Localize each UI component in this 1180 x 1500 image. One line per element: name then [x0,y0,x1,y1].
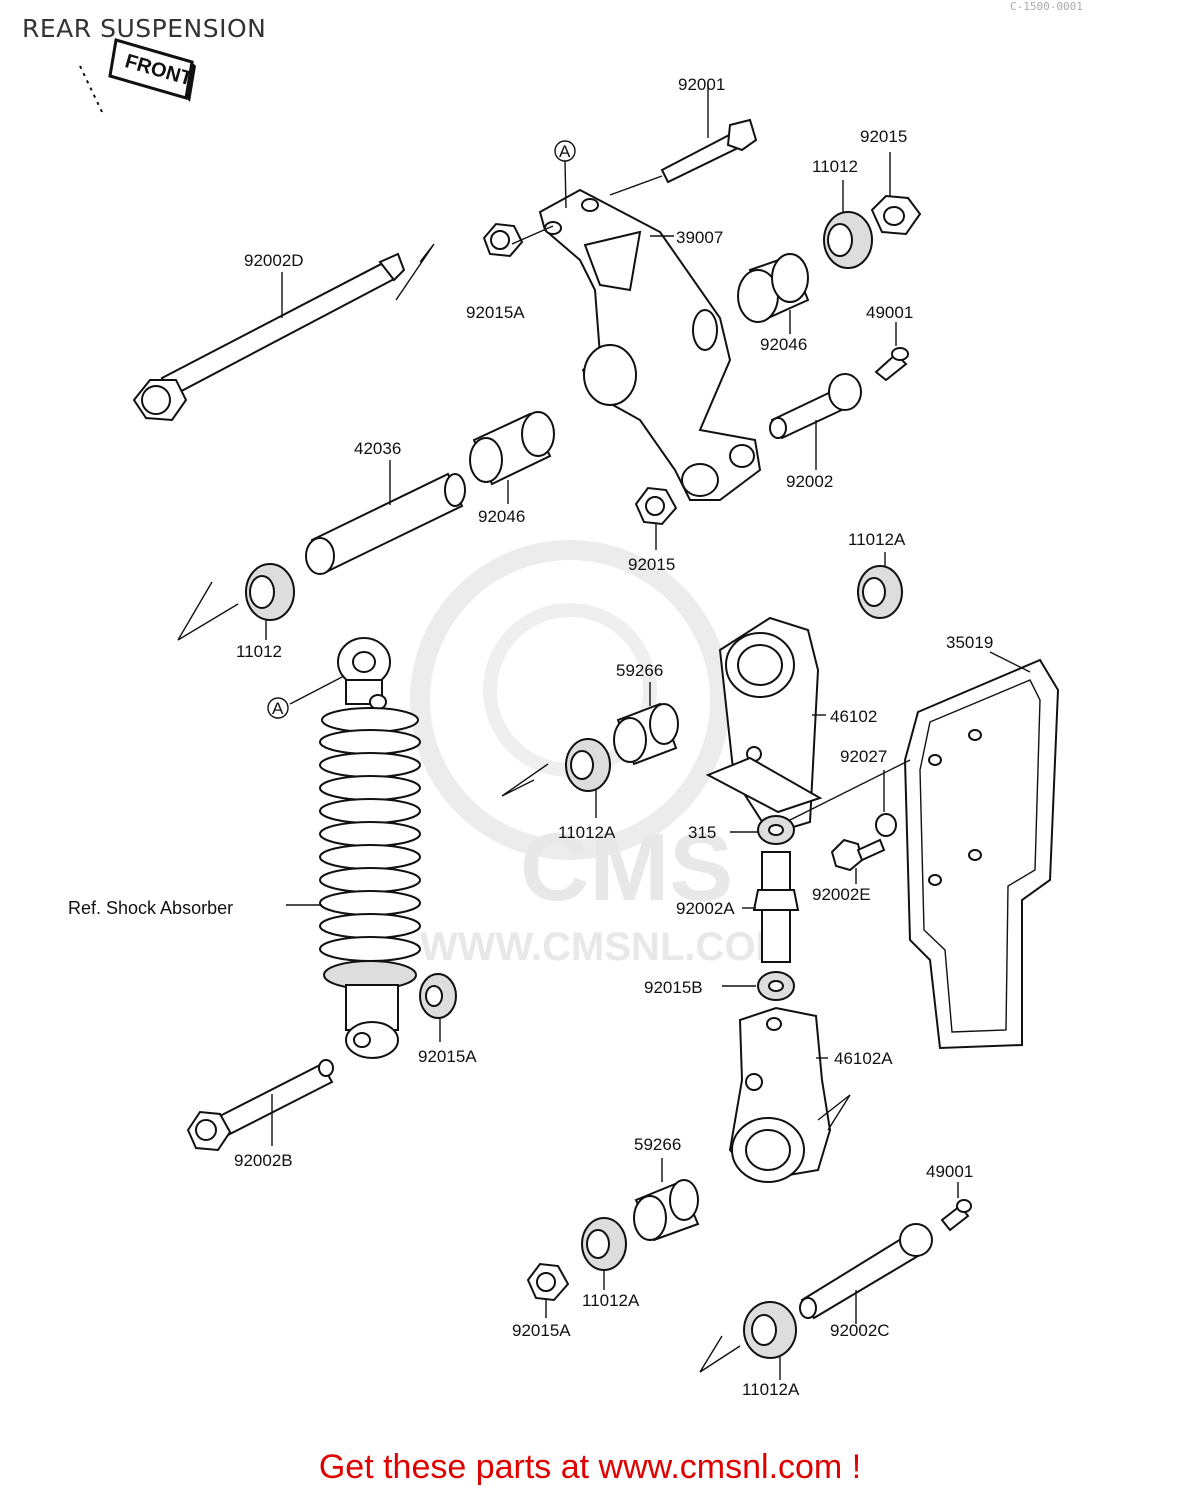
label-92002A: 92002A [676,899,735,918]
label-92015-top: 92015 [860,127,907,146]
watermark-brand: CMS [520,814,733,921]
label-11012-top: 11012 [812,157,858,176]
label-92046-right: 92046 [760,335,807,354]
label-11012A-mid: 11012A [558,823,616,842]
label-92002C: 92002C [830,1321,890,1340]
nut-92015A-bottom [526,1262,570,1318]
bushing-11012A-bottom1 [581,1217,627,1290]
label-11012A-bottom2: 11012A [742,1380,800,1399]
label-49001-bottom: 49001 [926,1162,973,1181]
label-92015A-mid: 92015A [418,1047,477,1066]
front-marker: FRONT [79,38,196,113]
bolt-92002E [830,838,886,884]
label-11012A-bottom1: 11012A [582,1291,640,1310]
label-92015A-bottom: 92015A [512,1321,571,1340]
label-315: 315 [688,823,716,842]
nut-92015A-top [482,222,554,258]
washer-92027 [875,770,897,837]
chain-guard-35019 [903,651,1060,1050]
bolt-92002C [799,1223,933,1324]
label-39007: 39007 [676,228,723,247]
footer-promo: Get these parts at www.cmsnl.com ! [318,1448,862,1486]
bushing-11012-top [823,180,873,269]
label-59266-bottom: 59266 [634,1135,681,1154]
label-35019: 35019 [946,633,993,652]
label-92001: 92001 [678,75,725,94]
label-11012A-top: 11012A [848,530,906,549]
nut-92015-top [870,152,922,236]
bearing-92046-left [469,411,555,504]
reference-mark-shock: A [267,697,289,719]
bolt-92002 [769,373,862,470]
nut-92015B [722,971,795,1001]
label-92002B: 92002B [234,1151,293,1170]
bushing-11012A-bottom2 [699,1301,797,1380]
label-92002D: 92002D [244,251,304,270]
bolt-92002B [186,1059,334,1152]
reference-mark-shock-text: A [272,699,284,718]
label-ref-shock-absorber: Ref. Shock Absorber [68,898,233,918]
grease-fitting-49001-bottom [940,1182,972,1232]
adjuster-92002A [742,851,800,963]
label-11012-left: 11012 [236,642,282,661]
label-92015B: 92015B [644,978,703,997]
diagram-code: C-1500-0001 [1010,0,1083,13]
label-92046-left: 92046 [478,507,525,526]
collar-59266-bottom [633,1158,700,1242]
nut-92015-mid [634,486,678,550]
label-92015A-top: 92015A [466,303,525,322]
shock-spring [319,707,421,962]
shock-absorber [286,637,421,1059]
collar-59266-top [613,682,679,766]
label-42036: 42036 [354,439,401,458]
bushing-11012A-top [857,552,903,619]
label-46102: 46102 [830,707,877,726]
bushing-11012-left [177,563,295,641]
label-59266-top: 59266 [616,661,663,680]
label-92002: 92002 [786,472,833,491]
label-49001-top: 49001 [866,303,913,322]
watermark-url: WWW.CMSNL.COM [420,925,789,969]
label-92027: 92027 [840,747,887,766]
label-92002E: 92002E [812,885,871,904]
rocker-arm-39007 [538,188,762,501]
bearing-92046-right [737,253,810,334]
grease-fitting-49001-top [874,322,909,382]
part-labels: 92001 92015 11012 39007 92002D 92015A 92… [68,75,993,1399]
bolt-92001 [609,84,758,196]
reference-mark-top: A [554,140,576,209]
tie-rod-46102 [705,616,826,836]
tie-rod-46102A [728,1006,851,1183]
page-title: REAR SUSPENSION [22,14,267,43]
nut-315 [730,759,911,845]
watermark: CMS WWW.CMSNL.COM [410,540,789,969]
label-46102A: 46102A [834,1049,893,1068]
label-92015-mid: 92015 [628,555,675,574]
nut-92015A-mid [419,973,457,1042]
bushing-11012A-mid [501,738,611,818]
reference-mark-top-text: A [559,142,571,161]
collar-42036 [305,460,466,575]
bolt-92002D [132,243,435,422]
